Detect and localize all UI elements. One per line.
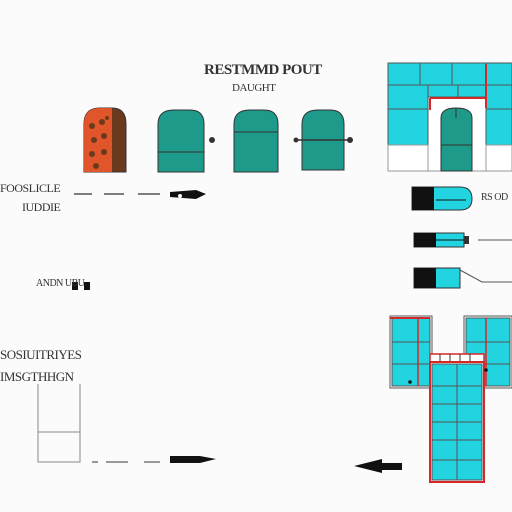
battery-component-1 <box>411 186 473 211</box>
bag-teal-2 <box>233 109 279 173</box>
left-label-2: IUDDIE <box>22 200 61 214</box>
mid-left-markers <box>72 282 90 290</box>
bag-teal-3 <box>293 109 353 171</box>
open-box-outline <box>37 384 81 463</box>
grid-building-top <box>387 62 512 172</box>
battery-component-2 <box>413 232 512 248</box>
right-arrow <box>170 456 216 463</box>
right-component-label: RS OD <box>481 192 508 203</box>
left-label-1: FOOSLICLE <box>0 181 61 195</box>
left-arrow <box>354 459 402 473</box>
grid-building-bottom <box>389 315 512 483</box>
bottom-left-label-1: SOSIUITRIYES <box>0 347 82 362</box>
bottom-left-label-2: IMSGTHHGN <box>0 369 74 384</box>
bag-patterned <box>83 107 127 173</box>
dashed-connector <box>74 190 206 199</box>
mid-left-label: ANDN UBU <box>36 278 85 289</box>
title-line-2: DAUGHT <box>232 82 276 94</box>
title-line-1: RESTMMD POUT <box>204 62 322 78</box>
bag-teal-1 <box>157 109 215 173</box>
battery-component-3 <box>413 267 512 289</box>
